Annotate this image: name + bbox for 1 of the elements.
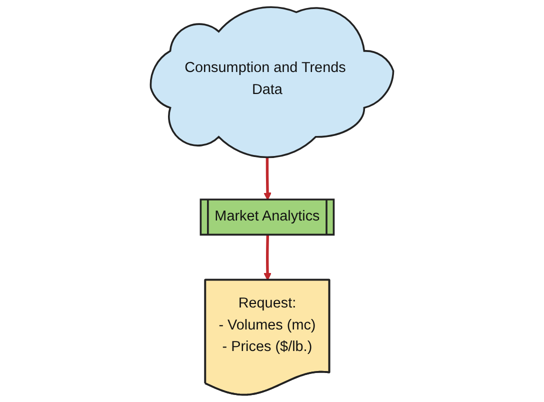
arrow (264, 235, 272, 281)
